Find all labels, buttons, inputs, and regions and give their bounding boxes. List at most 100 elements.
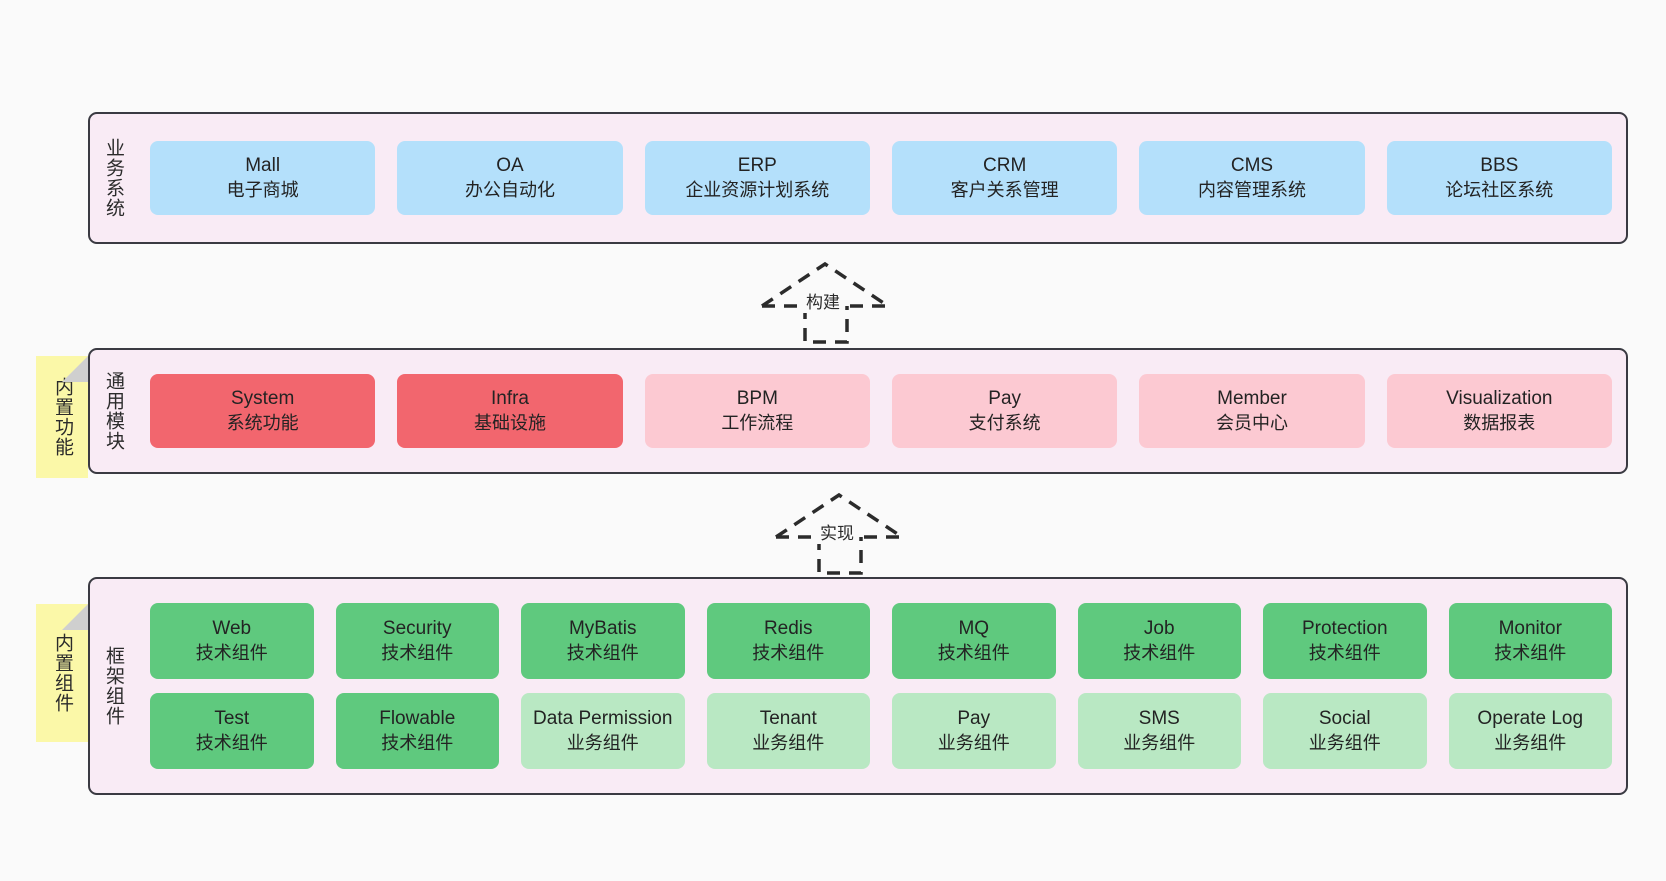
node-subtitle: 内容管理系统 bbox=[1197, 179, 1306, 200]
node-title: Operate Log bbox=[1477, 707, 1584, 729]
cell-row: System 系统功能 Infra 基础设施 BPM 工作流程 Pay 支付系统… bbox=[150, 374, 1612, 448]
node-subtitle: 业务组件 bbox=[566, 732, 639, 753]
sticky-note-builtin-features: 内置功能 bbox=[36, 356, 88, 478]
node-title: OA bbox=[496, 154, 524, 176]
node-protection[interactable]: Protection 技术组件 bbox=[1263, 603, 1427, 679]
node-title: MyBatis bbox=[568, 617, 637, 639]
arrowhead-triangle bbox=[761, 261, 889, 308]
node-redis[interactable]: Redis 技术组件 bbox=[706, 603, 870, 679]
connector-implement: 实现 bbox=[771, 489, 916, 577]
node-subtitle: 技术组件 bbox=[381, 732, 454, 753]
node-bbs[interactable]: BBS 论坛社区系统 bbox=[1386, 141, 1612, 215]
node-test[interactable]: Test 技术组件 bbox=[150, 693, 314, 769]
node-title: Member bbox=[1217, 387, 1287, 409]
node-title: Tenant bbox=[759, 707, 817, 729]
node-mall[interactable]: Mall 电子商城 bbox=[150, 141, 376, 215]
layer-framework-components: 框架组件 Web 技术组件 Security 技术组件 MyBatis 技术组件… bbox=[88, 577, 1628, 795]
node-subtitle: 技术组件 bbox=[1123, 642, 1196, 663]
node-subtitle: 技术组件 bbox=[195, 642, 268, 663]
connector-build: 构建 bbox=[757, 258, 902, 346]
node-social[interactable]: Social 业务组件 bbox=[1263, 693, 1427, 769]
node-title: Protection bbox=[1301, 617, 1388, 639]
node-title: Mall bbox=[245, 154, 281, 176]
node-monitor[interactable]: Monitor 技术组件 bbox=[1448, 603, 1612, 679]
node-subtitle: 会员中心 bbox=[1215, 412, 1288, 433]
layer-title-common-modules: 通用模块 bbox=[103, 371, 125, 451]
node-subtitle: 数据报表 bbox=[1463, 412, 1536, 433]
sticky-note-label: 内置组件 bbox=[52, 633, 74, 713]
node-sms[interactable]: SMS 业务组件 bbox=[1077, 693, 1241, 769]
node-erp[interactable]: ERP 企业资源计划系统 bbox=[644, 141, 870, 215]
node-mybatis[interactable]: MyBatis 技术组件 bbox=[521, 603, 685, 679]
node-web[interactable]: Web 技术组件 bbox=[150, 603, 314, 679]
layer-title-framework-components: 框架组件 bbox=[103, 646, 125, 726]
cell-row-business: Test 技术组件 Flowable 技术组件 Data Permission … bbox=[150, 693, 1612, 769]
node-job[interactable]: Job 技术组件 bbox=[1077, 603, 1241, 679]
node-title: Job bbox=[1143, 617, 1175, 639]
cell-row: Mall 电子商城 OA 办公自动化 ERP 企业资源计划系统 CRM 客户关系… bbox=[150, 141, 1612, 215]
node-title: Redis bbox=[763, 617, 813, 639]
node-title: Pay bbox=[957, 707, 991, 729]
node-member[interactable]: Member 会员中心 bbox=[1139, 374, 1365, 448]
node-title: Infra bbox=[490, 387, 529, 409]
node-oa[interactable]: OA 办公自动化 bbox=[397, 141, 623, 215]
sticky-note-label: 内置功能 bbox=[52, 377, 74, 457]
node-title: MQ bbox=[958, 617, 990, 639]
connector-shaft bbox=[803, 306, 849, 344]
arrowhead-triangle bbox=[775, 492, 903, 539]
node-infra[interactable]: Infra 基础设施 bbox=[397, 374, 623, 448]
node-title: Web bbox=[212, 617, 252, 639]
node-tenant[interactable]: Tenant 业务组件 bbox=[706, 693, 870, 769]
node-pay-component[interactable]: Pay 业务组件 bbox=[892, 693, 1056, 769]
layer-common-modules: 通用模块 System 系统功能 Infra 基础设施 BPM 工作流程 Pay… bbox=[88, 348, 1628, 474]
node-title: Test bbox=[214, 707, 250, 729]
node-data-permission[interactable]: Data Permission 业务组件 bbox=[521, 693, 685, 769]
node-bpm[interactable]: BPM 工作流程 bbox=[644, 374, 870, 448]
node-subtitle: 技术组件 bbox=[1494, 642, 1567, 663]
cell-row-technical: Web 技术组件 Security 技术组件 MyBatis 技术组件 Redi… bbox=[150, 603, 1612, 679]
node-visualization[interactable]: Visualization 数据报表 bbox=[1386, 374, 1612, 448]
connector-label-build: 构建 bbox=[803, 288, 843, 313]
node-cms[interactable]: CMS 内容管理系统 bbox=[1139, 141, 1365, 215]
node-subtitle: 办公自动化 bbox=[464, 179, 555, 200]
node-pay-module[interactable]: Pay 支付系统 bbox=[891, 374, 1118, 448]
node-subtitle: 技术组件 bbox=[752, 642, 825, 663]
connector-label-implement: 实现 bbox=[817, 519, 857, 544]
node-title: Social bbox=[1318, 707, 1371, 729]
node-title: Data Permission bbox=[533, 707, 673, 729]
node-flowable[interactable]: Flowable 技术组件 bbox=[335, 693, 499, 769]
layer-cells-framework-components: Web 技术组件 Security 技术组件 MyBatis 技术组件 Redi… bbox=[136, 579, 1626, 793]
node-subtitle: 基础设施 bbox=[473, 412, 546, 433]
node-title: Flowable bbox=[379, 707, 456, 729]
layer-title-business-systems: 业务系统 bbox=[103, 138, 125, 218]
sticky-note-builtin-components: 内置组件 bbox=[36, 604, 88, 742]
node-subtitle: 技术组件 bbox=[937, 642, 1010, 663]
node-crm[interactable]: CRM 客户关系管理 bbox=[891, 141, 1118, 215]
node-subtitle: 业务组件 bbox=[1494, 732, 1567, 753]
node-title: ERP bbox=[737, 154, 777, 176]
node-subtitle: 技术组件 bbox=[566, 642, 639, 663]
node-title: CRM bbox=[983, 154, 1027, 176]
node-subtitle: 业务组件 bbox=[937, 732, 1010, 753]
connector-shaft bbox=[817, 537, 863, 575]
node-security[interactable]: Security 技术组件 bbox=[335, 603, 499, 679]
node-subtitle: 技术组件 bbox=[195, 732, 268, 753]
node-mq[interactable]: MQ 技术组件 bbox=[892, 603, 1056, 679]
node-operate-log[interactable]: Operate Log 业务组件 bbox=[1448, 693, 1612, 769]
node-subtitle: 技术组件 bbox=[381, 642, 454, 663]
node-title: SMS bbox=[1138, 707, 1180, 729]
node-subtitle: 电子商城 bbox=[226, 179, 299, 200]
node-subtitle: 支付系统 bbox=[968, 412, 1041, 433]
node-subtitle: 技术组件 bbox=[1308, 642, 1381, 663]
node-title: CMS bbox=[1230, 154, 1274, 176]
node-subtitle: 业务组件 bbox=[1123, 732, 1196, 753]
node-title: Security bbox=[382, 617, 452, 639]
node-subtitle: 系统功能 bbox=[226, 412, 299, 433]
node-subtitle: 论坛社区系统 bbox=[1445, 179, 1554, 200]
node-title: BPM bbox=[736, 387, 778, 409]
node-subtitle: 客户关系管理 bbox=[950, 179, 1059, 200]
node-subtitle: 业务组件 bbox=[752, 732, 825, 753]
node-subtitle: 工作流程 bbox=[721, 412, 794, 433]
node-system[interactable]: System 系统功能 bbox=[150, 374, 376, 448]
